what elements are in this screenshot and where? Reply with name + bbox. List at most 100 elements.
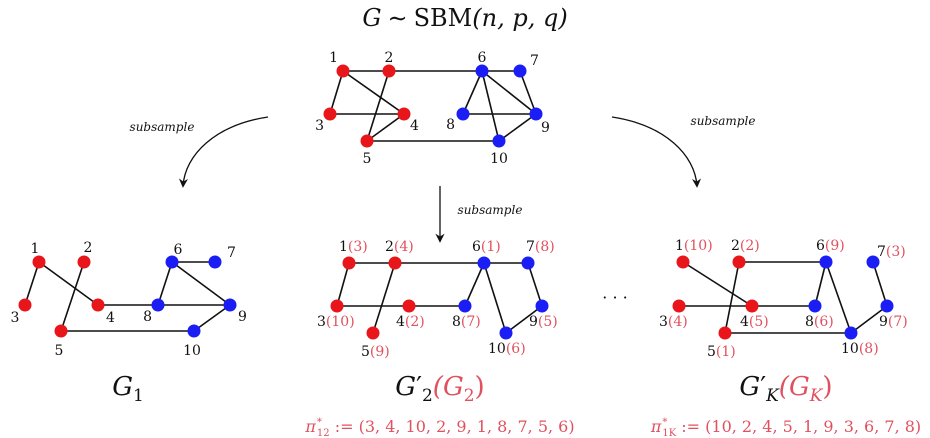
node-3 <box>18 298 32 312</box>
caption-g1: G1 <box>112 372 144 406</box>
edge-4-5 <box>366 113 405 142</box>
node-label-5: 5 <box>363 151 372 167</box>
node-label-7: 7 <box>227 245 236 261</box>
edge-9-10 <box>498 113 537 142</box>
node-1 <box>676 255 690 269</box>
node-label-9: 9 <box>238 309 247 325</box>
edge-6-8 <box>462 70 483 115</box>
node-label-8: 8 <box>446 117 455 133</box>
node-5 <box>718 326 732 340</box>
diagram-title: G∼SBM(n, p, q) <box>362 4 567 32</box>
edge-6-9 <box>481 70 537 115</box>
edge-1-4 <box>342 70 405 115</box>
node-label-6: 6(1) <box>472 239 501 255</box>
node-9 <box>223 298 237 312</box>
permutation-pi-12: π*12 := (3, 4, 10, 2, 9, 1, 8, 7, 5, 6) <box>304 417 574 438</box>
edge-6-10 <box>483 262 507 334</box>
node-label-6: 6 <box>174 242 183 258</box>
edge-2-5 <box>724 261 740 334</box>
node-8 <box>458 299 472 313</box>
node-label-5: 5(9) <box>361 344 390 360</box>
edge-7-9 <box>872 261 888 307</box>
node-4 <box>91 298 105 312</box>
subsample-label-center: subsample <box>458 203 523 217</box>
node-7 <box>513 64 527 78</box>
node-label-8: 8 <box>143 309 152 325</box>
graph-g1: 1 2 3 4 5 6 7 8 9 10 <box>11 240 247 359</box>
node-7 <box>208 255 222 269</box>
node-2 <box>382 64 396 78</box>
node-label-2: 2 <box>84 240 93 256</box>
node-label-3: 3 <box>11 310 20 326</box>
node-8 <box>456 107 470 121</box>
edge-6-9 <box>171 261 231 306</box>
node-label-7: 7(8) <box>526 239 555 255</box>
node-label-1: 1(3) <box>339 239 368 255</box>
node-label-8: 8(7) <box>452 314 481 330</box>
node-label-1: 1(10) <box>675 238 713 254</box>
node-label-3: 3(10) <box>317 314 355 330</box>
node-10 <box>844 326 858 340</box>
edge-1-3 <box>336 262 350 307</box>
subsample-label-left: subsample <box>130 120 195 134</box>
caption-gk-prime: G′K(GK) <box>739 372 832 406</box>
node-3 <box>672 299 686 313</box>
node-label-10: 10 <box>490 151 508 167</box>
node-label-4: 4 <box>410 118 419 134</box>
node-label-9: 9(7) <box>879 314 908 330</box>
edge-2-5 <box>60 261 85 332</box>
edge-6-10 <box>825 261 852 334</box>
node-6 <box>475 64 489 78</box>
node-label-2: 2(4) <box>385 239 414 255</box>
node-6 <box>819 255 833 269</box>
node-label-7: 7(3) <box>877 244 906 260</box>
node-5 <box>366 326 380 340</box>
node-label-2: 2 <box>385 50 394 66</box>
node-label-5: 5 <box>55 343 64 359</box>
node-label-2: 2(2) <box>731 238 760 254</box>
node-label-4: 4 <box>106 310 115 326</box>
edge-7-9 <box>527 262 543 307</box>
graph-gk-prime: 1(10)2(2)3(4)4(5)5(1)6(9)7(3)8(6)9(7)10(… <box>659 238 908 360</box>
edge-2-5 <box>372 262 396 334</box>
edge-1-4 <box>38 261 99 306</box>
node-5 <box>54 324 68 338</box>
node-5 <box>360 134 374 148</box>
edge-9-10 <box>850 305 888 334</box>
edge-9-10 <box>505 305 543 334</box>
edge-6-8 <box>814 261 827 307</box>
node-label-10: 10(8) <box>841 341 879 357</box>
edge-6-8 <box>157 261 173 306</box>
node-label-1: 1 <box>31 241 40 257</box>
node-10 <box>499 326 513 340</box>
ellipsis: · · · <box>602 288 627 307</box>
node-label-7: 7 <box>530 53 539 69</box>
node-2 <box>388 256 402 270</box>
node-label-4: 4(2) <box>396 314 425 330</box>
node-3 <box>323 107 337 121</box>
caption-g2-prime: G′2(G2) <box>395 372 484 406</box>
node-1 <box>32 255 46 269</box>
edge-7-9 <box>519 70 537 115</box>
node-label-10: 10 <box>183 343 201 359</box>
node-7 <box>521 256 535 270</box>
node-8 <box>151 298 165 312</box>
subsample-arrow-right <box>611 116 702 188</box>
node-label-3: 3(4) <box>659 314 688 330</box>
node-label-10: 10(6) <box>488 341 526 357</box>
edge-2-5 <box>366 70 390 142</box>
edge-9-10 <box>193 304 231 332</box>
node-label-1: 1 <box>329 50 338 66</box>
node-label-6: 6 <box>478 50 487 66</box>
edge-1-3 <box>329 70 344 115</box>
node-2 <box>77 255 91 269</box>
edge-6-10 <box>481 70 500 142</box>
node-label-4: 4(5) <box>740 314 769 330</box>
node-10 <box>187 324 201 338</box>
subsample-arrow-left <box>178 116 269 188</box>
node-4 <box>402 299 416 313</box>
graph-g2-prime: 1(3)2(4)3(10)4(2)5(9)6(1)7(8)8(7)9(5)10(… <box>317 239 558 360</box>
node-9 <box>529 107 543 121</box>
